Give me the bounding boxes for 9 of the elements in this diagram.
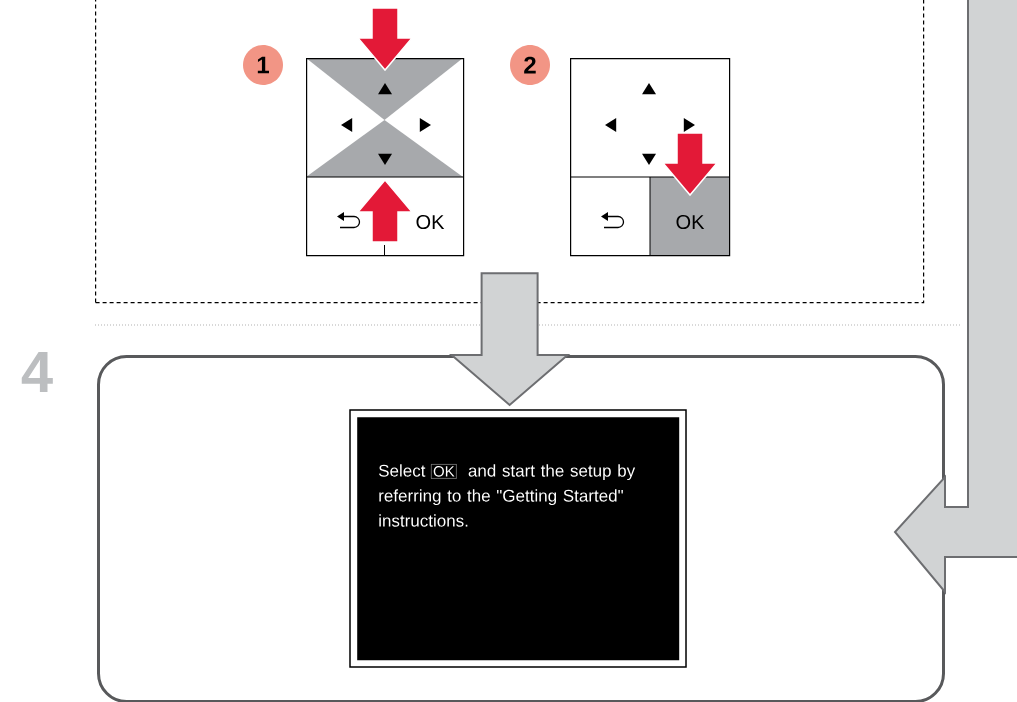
ok-label: OK bbox=[416, 214, 445, 230]
block-arrow bbox=[448, 272, 571, 407]
block-arrow bbox=[893, 0, 1017, 595]
step-badge: 2 bbox=[510, 45, 550, 85]
ok-label: OK bbox=[676, 214, 705, 230]
step-badge: 1 bbox=[243, 45, 283, 85]
dashed-frame bbox=[95, 0, 925, 304]
step-number: 4 bbox=[21, 352, 53, 392]
display-screen: Select OK and start the setup by referring to the "Getting Started" instructions. bbox=[349, 409, 687, 668]
